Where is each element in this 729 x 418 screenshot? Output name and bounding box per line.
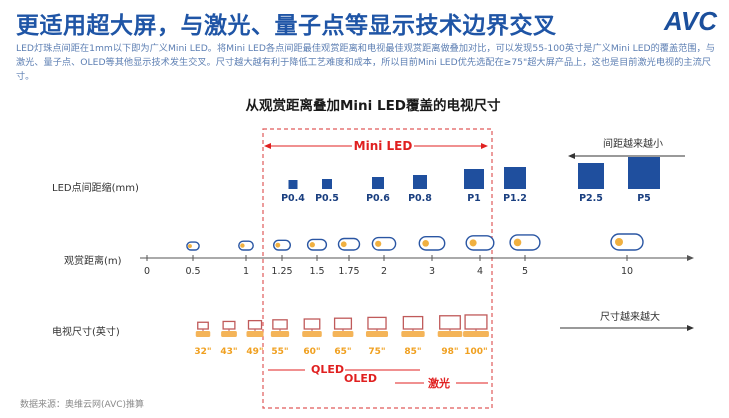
avc-logo: AVC bbox=[664, 6, 717, 36]
viewing-distance-dot bbox=[240, 243, 245, 248]
tv-icon bbox=[402, 315, 424, 330]
distance-tick-label: 1.5 bbox=[309, 266, 324, 277]
viewing-distance-dot bbox=[422, 240, 429, 247]
sofa-icon bbox=[246, 331, 264, 337]
tv-size-label: 55" bbox=[271, 347, 288, 357]
tv-icon bbox=[272, 319, 288, 330]
pitch-label: P1.2 bbox=[503, 193, 527, 204]
pitch-squares: P0.4 P0.5 P0.6 P0.8 P1 P1.2 P2.5 P5 bbox=[281, 157, 660, 204]
sofa-icon bbox=[401, 331, 425, 337]
tv-size-label: 98" bbox=[441, 347, 458, 357]
size-note-arrowhead bbox=[687, 325, 694, 331]
tv-size-label: 85" bbox=[404, 347, 421, 357]
viewing-distance-icon bbox=[238, 240, 254, 251]
pitch-row-label: LED点间距缩(mm) bbox=[52, 181, 139, 194]
tv-icon bbox=[439, 315, 461, 330]
sofa-icon bbox=[365, 331, 389, 337]
distance-axis-arrowhead bbox=[687, 255, 694, 261]
distance-tick-label: 0.5 bbox=[185, 266, 200, 277]
tv-size-icons: 32" 43" 49" 55" 60" 65" 75" 85" 98" 100" bbox=[194, 314, 489, 357]
pitch-square bbox=[372, 177, 384, 189]
sofa-icon bbox=[221, 331, 237, 337]
distance-tick-label: 3 bbox=[429, 266, 435, 277]
viewing-distance-dot bbox=[513, 238, 522, 247]
tv-icon bbox=[247, 319, 263, 330]
qled-label: QLED bbox=[311, 363, 344, 376]
mini-led-label: Mini LED bbox=[354, 139, 413, 153]
pitch-label: P2.5 bbox=[579, 193, 603, 204]
distance-tick-label: 4 bbox=[477, 266, 483, 277]
tv-size-label: 100" bbox=[464, 347, 487, 357]
tv-icon bbox=[333, 317, 353, 330]
sofa-icon bbox=[463, 331, 489, 337]
pitch-square bbox=[504, 167, 526, 189]
pitch-label: P0.6 bbox=[366, 193, 390, 204]
oled-label: OLED bbox=[344, 372, 377, 385]
pitch-square bbox=[413, 175, 427, 189]
sofa-icon bbox=[195, 331, 211, 337]
distance-row-label: 观赏距离(m) bbox=[64, 254, 122, 267]
tv-size-label: 60" bbox=[303, 347, 320, 357]
tv-icon bbox=[303, 318, 321, 330]
distance-tick-label: 5 bbox=[522, 266, 528, 277]
viewing-distance-dot bbox=[615, 238, 623, 246]
pitch-square bbox=[628, 157, 660, 189]
distance-tick-label: 0 bbox=[144, 266, 150, 277]
sofa-icon bbox=[270, 331, 290, 337]
distance-tick-label: 10 bbox=[621, 266, 633, 277]
source-note: 数据来源：奥维云网(AVC)推算 bbox=[20, 400, 145, 410]
description-text: LED灯珠点间距在1mm以下即为广义Mini LED。将Mini LED各点间距… bbox=[16, 43, 715, 82]
size-row-label: 电视尺寸(英寸) bbox=[52, 325, 120, 338]
mini-led-left-arrowhead bbox=[264, 143, 271, 149]
page-title: 更适用超大屏，与激光、量子点等显示技术边界交叉 bbox=[16, 13, 557, 39]
tv-size-label: 49" bbox=[246, 347, 263, 357]
tv-icon bbox=[222, 320, 236, 330]
pitch-square bbox=[322, 179, 332, 189]
tv-icon bbox=[367, 316, 387, 330]
tv-size-label: 43" bbox=[220, 347, 237, 357]
size-note: 尺寸越来越大 bbox=[600, 310, 660, 323]
tv-icon bbox=[464, 314, 488, 330]
pitch-label: P0.8 bbox=[408, 193, 432, 204]
distance-tick-label: 1.75 bbox=[338, 266, 359, 277]
laser-label: 激光 bbox=[428, 376, 450, 390]
mini-led-right-arrowhead bbox=[481, 143, 488, 149]
pitch-label: P1 bbox=[467, 193, 481, 204]
viewing-distance-dot bbox=[275, 242, 281, 248]
tv-size-label: 32" bbox=[194, 347, 211, 357]
sofa-icon bbox=[332, 331, 354, 337]
sofa-icon bbox=[437, 331, 463, 337]
pitch-label: P0.4 bbox=[281, 193, 305, 204]
pitch-label: P5 bbox=[637, 193, 651, 204]
distance-tick-label: 2 bbox=[381, 266, 387, 277]
pitch-note-arrowhead bbox=[568, 153, 575, 159]
distance-tick-label: 1.25 bbox=[271, 266, 292, 277]
viewing-distance-dot bbox=[375, 240, 382, 247]
pitch-square bbox=[288, 180, 298, 189]
viewing-distance-dot bbox=[469, 239, 477, 247]
pitch-note: 间距越来越小 bbox=[603, 137, 663, 150]
pitch-label: P0.5 bbox=[315, 193, 339, 204]
viewing-distance-dot bbox=[187, 244, 192, 249]
viewing-distance-dot bbox=[309, 242, 315, 248]
distance-ticks: 0 0.5 1 1.25 1.5 1.75 2 3 4 5 10 bbox=[144, 233, 644, 277]
pitch-square bbox=[464, 169, 484, 189]
tv-icon bbox=[197, 321, 209, 330]
viewing-distance-icon bbox=[306, 238, 328, 251]
sofa-icon bbox=[302, 331, 322, 337]
mini-led-coverage-box bbox=[262, 128, 493, 409]
tv-size-label: 75" bbox=[368, 347, 385, 357]
pitch-square bbox=[578, 163, 604, 189]
tv-size-label: 65" bbox=[334, 347, 351, 357]
distance-tick-label: 1 bbox=[243, 266, 249, 277]
viewing-distance-dot bbox=[340, 241, 347, 248]
diagram-title: 从观赏距离叠加Mini LED覆盖的电视尺寸 bbox=[245, 97, 501, 114]
